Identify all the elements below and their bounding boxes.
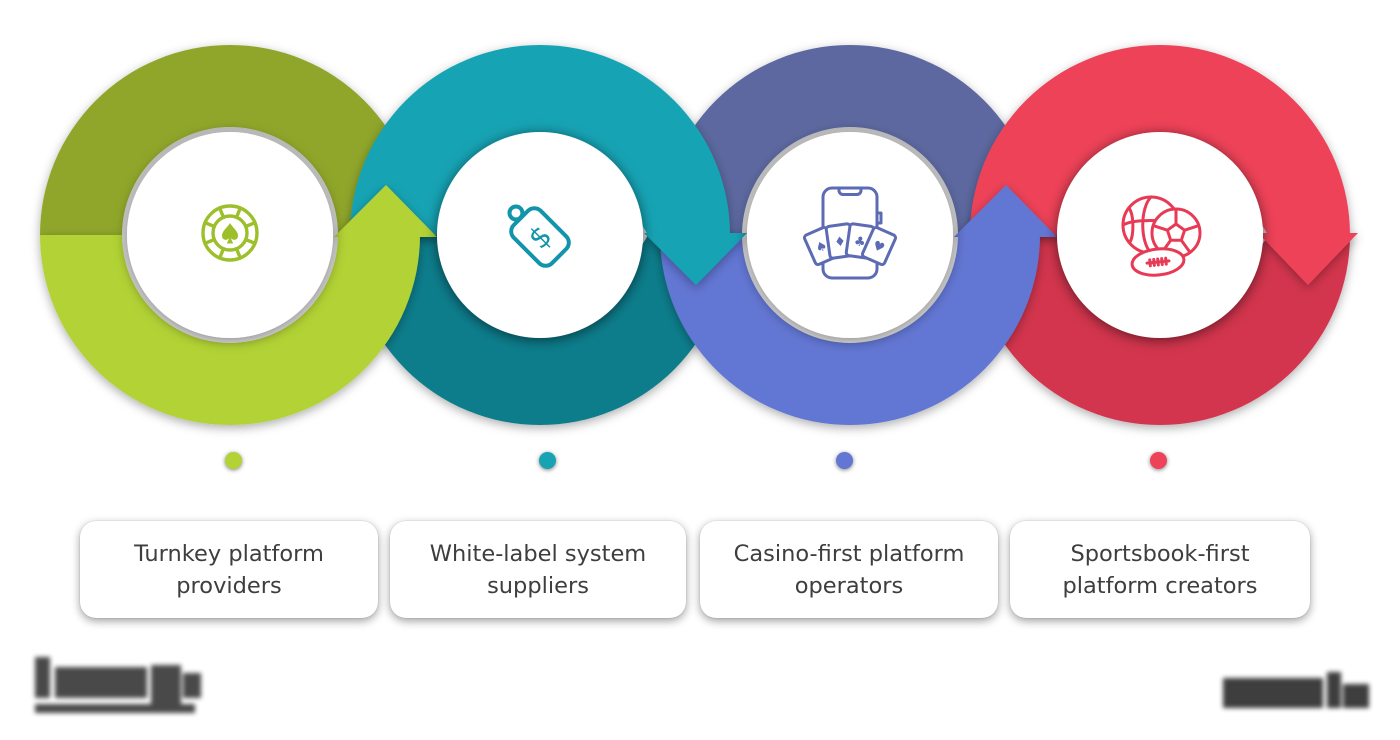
obscured-brand-mark (1223, 670, 1369, 714)
svg-text:♠: ♠ (813, 238, 830, 256)
ring3-arrowhead-up (954, 185, 1057, 237)
ring1-flow (40, 185, 437, 425)
step1-label-line1: Turnkey platform (134, 540, 324, 567)
ring2-arrowhead-down (644, 233, 747, 285)
step4-label-card: Sportsbook-first platform creators (1010, 521, 1310, 618)
step4-label-line1: Sportsbook-first (1070, 540, 1250, 567)
step3-label-line1: Casino-first platform (733, 540, 965, 567)
logo-block (35, 657, 50, 698)
step4-dot (1150, 452, 1167, 469)
sports-balls-icon (1121, 195, 1202, 277)
logo-block (55, 667, 147, 698)
step1-dot (225, 452, 242, 469)
cycle-diagram: $ ♠ ♦ ♣ ♥ (40, 45, 1358, 425)
logo-block (1327, 672, 1341, 708)
logo-tagline-block (35, 704, 195, 713)
obscured-brand-logo (35, 653, 205, 719)
ring3-dark-arc (660, 45, 1040, 235)
ring4-arrowhead-down (1258, 233, 1358, 285)
svg-text:♦: ♦ (833, 234, 847, 250)
step2-label-line2: suppliers (487, 572, 589, 599)
ring1-dark-arc (40, 45, 420, 235)
spade-glyph (222, 223, 238, 244)
phone-cards-icon: ♠ ♦ ♣ ♥ (802, 186, 898, 280)
ring1-bright-arc (40, 235, 420, 425)
logo-block (151, 665, 181, 710)
step3-label-card: Casino-first platform operators (700, 521, 998, 618)
poker-chip-icon (201, 204, 259, 262)
logo-block (1343, 684, 1369, 708)
step4-label-line2: platform creators (1062, 572, 1258, 599)
svg-text:♥: ♥ (870, 238, 887, 256)
logo-block (1223, 678, 1323, 708)
step2-dot (539, 452, 556, 469)
step2-label-card: White-label system suppliers (390, 521, 686, 618)
american-football (1130, 247, 1186, 277)
ring1-arrowhead-up (334, 185, 437, 237)
ring3-bright-arc (660, 235, 1040, 425)
logo-block (183, 673, 201, 698)
step3-label-line2: operators (794, 572, 904, 599)
step2-label-line1: White-label system (429, 540, 647, 567)
ring3-flow (660, 185, 1057, 425)
svg-text:♣: ♣ (853, 234, 867, 250)
step1-label-line2: providers (176, 572, 282, 599)
step2-circle (437, 132, 643, 338)
step1-label-card: Turnkey platform providers (80, 521, 378, 618)
step3-dot (836, 452, 853, 469)
